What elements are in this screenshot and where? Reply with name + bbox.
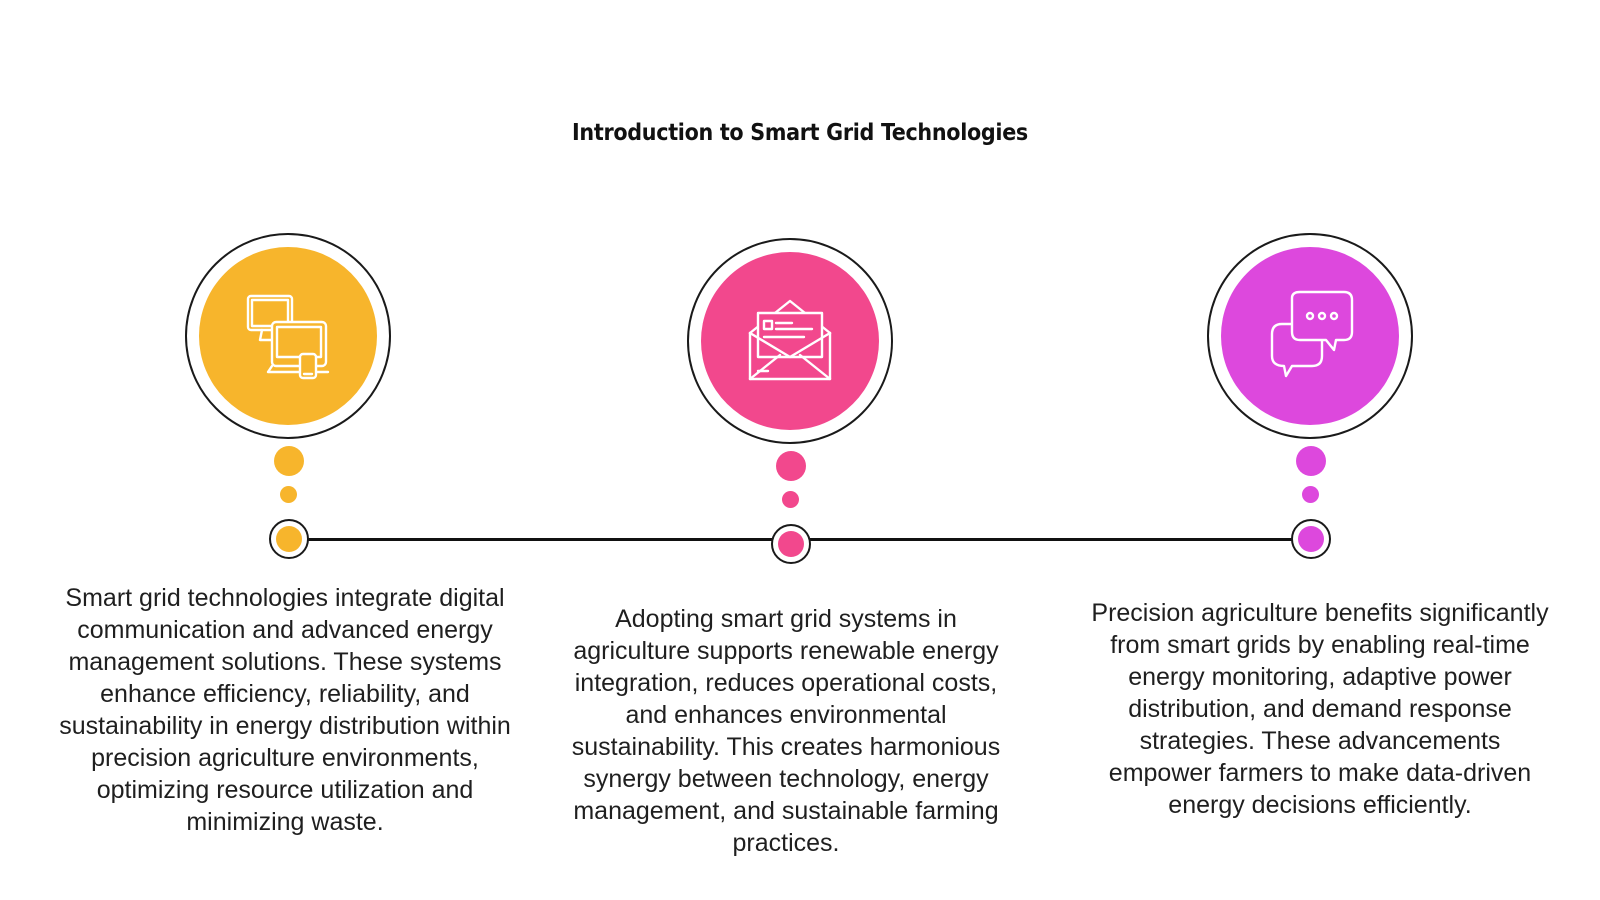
step-1-connector-dot-small — [280, 486, 297, 503]
step-1-icon-ring — [185, 233, 391, 439]
step-2-icon-ring — [687, 238, 893, 444]
step-1-connector-dot-large — [274, 446, 304, 476]
step-3-connector-dot-large — [1296, 446, 1326, 476]
step-3-connector-dot-small — [1302, 486, 1319, 503]
step-2-icon-disk — [701, 252, 879, 430]
page-title: Introduction to Smart Grid Technologies — [572, 120, 1028, 146]
step-1-description: Smart grid technologies integrate digita… — [59, 584, 511, 836]
step-2-connector-dot-small — [782, 491, 799, 508]
chat-bubbles-icon — [1270, 290, 1354, 378]
step-3-icon-disk — [1221, 247, 1399, 425]
envelope-icon — [748, 299, 832, 381]
devices-icon — [246, 294, 330, 380]
step-3-description: Precision agriculture benefits significa… — [1091, 599, 1549, 819]
step-1-timeline-node — [269, 519, 309, 559]
step-2-description: Adopting smart grid systems in agricultu… — [571, 605, 1001, 857]
step-3-icon-ring — [1207, 233, 1413, 439]
step-1-icon-disk — [199, 247, 377, 425]
step-2-timeline-node — [771, 524, 811, 564]
step-2-connector-dot-large — [776, 451, 806, 481]
step-3-timeline-node — [1291, 519, 1331, 559]
